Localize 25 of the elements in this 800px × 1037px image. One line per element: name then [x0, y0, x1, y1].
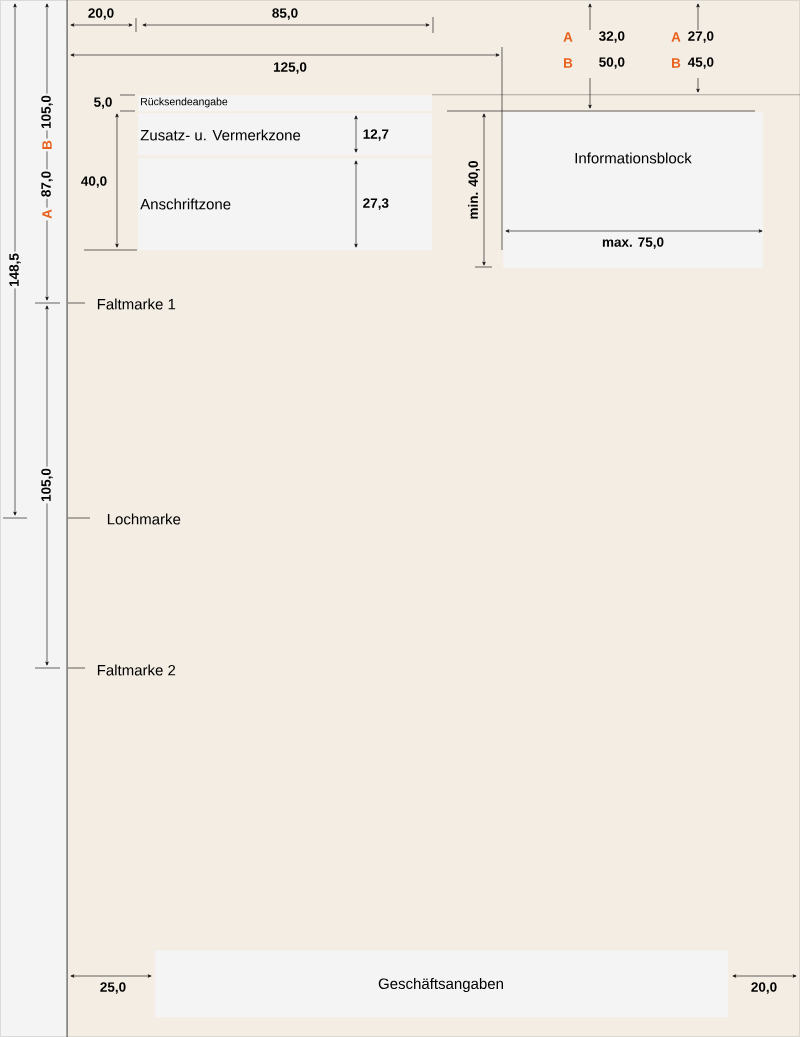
dimension-label: 50,0	[599, 57, 625, 69]
dimension-label: 20,0	[751, 982, 777, 994]
zone-box: Geschäftsangaben	[155, 950, 729, 1018]
mark-label: Lochmarke	[107, 513, 181, 525]
dimension-label: 45,0	[687, 57, 714, 69]
variant-letter: A	[671, 32, 681, 42]
variant-letter: B	[672, 58, 681, 68]
node-label: Rücksendeangabe	[141, 97, 228, 108]
dimension-label: 20,0	[88, 8, 114, 20]
zone-box: Rücksendeangabe	[138, 95, 433, 112]
dimension-label: max. 75,0	[602, 237, 664, 249]
dimension-label: 27,3	[363, 198, 389, 210]
dimension-label: 125,0	[273, 62, 307, 74]
node-label: Zusatz- u. Vermerkzone	[140, 129, 301, 141]
dimension-label: 27,0	[688, 31, 714, 43]
mark-label: Faltmarke 1	[97, 298, 176, 310]
variant-letter: A	[563, 32, 573, 42]
dimension-label: 85,0	[272, 8, 298, 20]
dimension-label: 12,7	[363, 129, 389, 141]
dimension-label: 40,0	[81, 176, 107, 188]
variant-letter: B	[564, 58, 573, 68]
dimension-label: 32,0	[599, 31, 625, 43]
mark-label: Faltmarke 2	[97, 664, 176, 676]
dimension-label: 5,0	[94, 97, 112, 109]
dimension-label: 25,0	[100, 982, 126, 994]
